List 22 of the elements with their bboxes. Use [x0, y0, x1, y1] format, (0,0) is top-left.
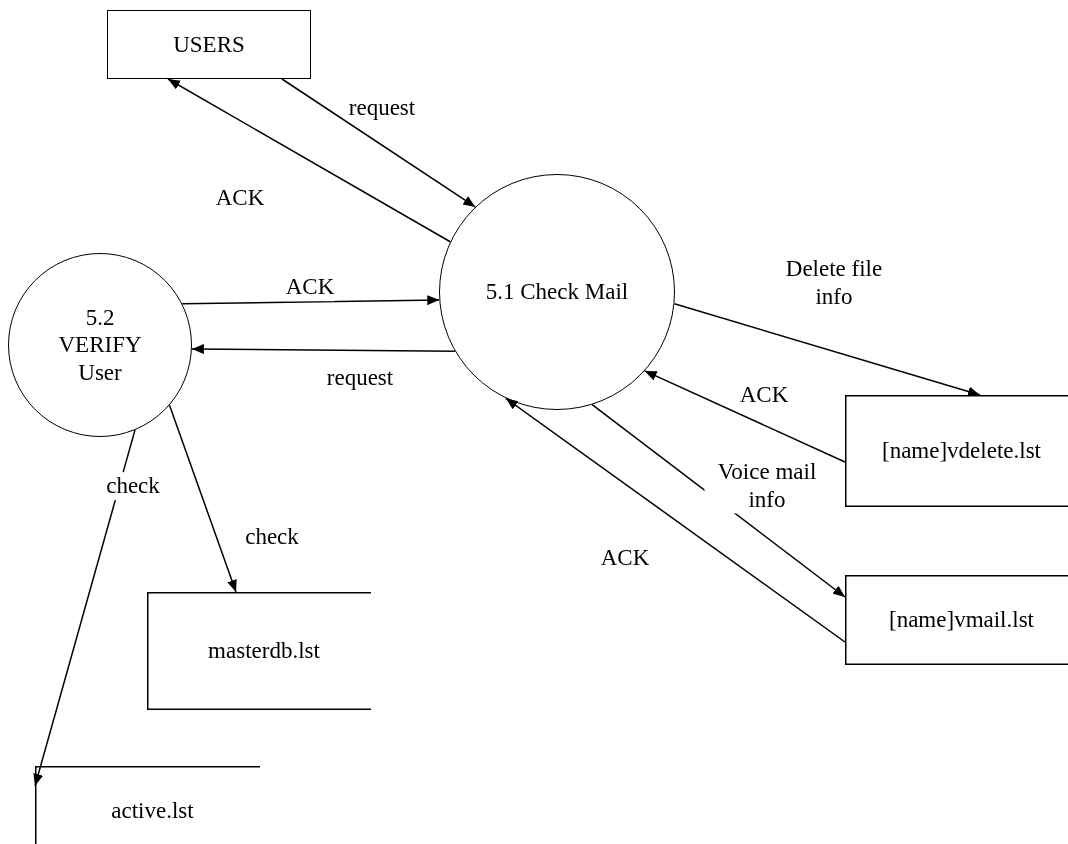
data-store — [147, 592, 371, 710]
arrow — [181, 295, 440, 306]
data-store — [845, 575, 1068, 665]
arrow — [673, 303, 981, 397]
external-entity-box — [107, 10, 311, 79]
data-store — [845, 395, 1068, 507]
arrow — [167, 78, 451, 243]
arrow — [33, 429, 136, 787]
data-store — [35, 766, 260, 844]
node-label: active.lst — [111, 797, 194, 825]
arrow — [191, 344, 456, 355]
arrow — [643, 370, 846, 463]
node-label: masterdb.lst — [208, 637, 320, 665]
node-label: USERS — [173, 30, 245, 59]
arrow — [281, 78, 476, 208]
node-label: [name]vmail.lst — [889, 606, 1034, 634]
arrow — [168, 404, 237, 593]
node-label: 5.2 VERIFY User — [57, 303, 143, 387]
arrow — [505, 397, 846, 643]
node-label: 5.1 Check Mail — [485, 278, 629, 306]
edge-label: check — [106, 472, 160, 500]
node-label: [name]vdelete.lst — [882, 437, 1041, 465]
